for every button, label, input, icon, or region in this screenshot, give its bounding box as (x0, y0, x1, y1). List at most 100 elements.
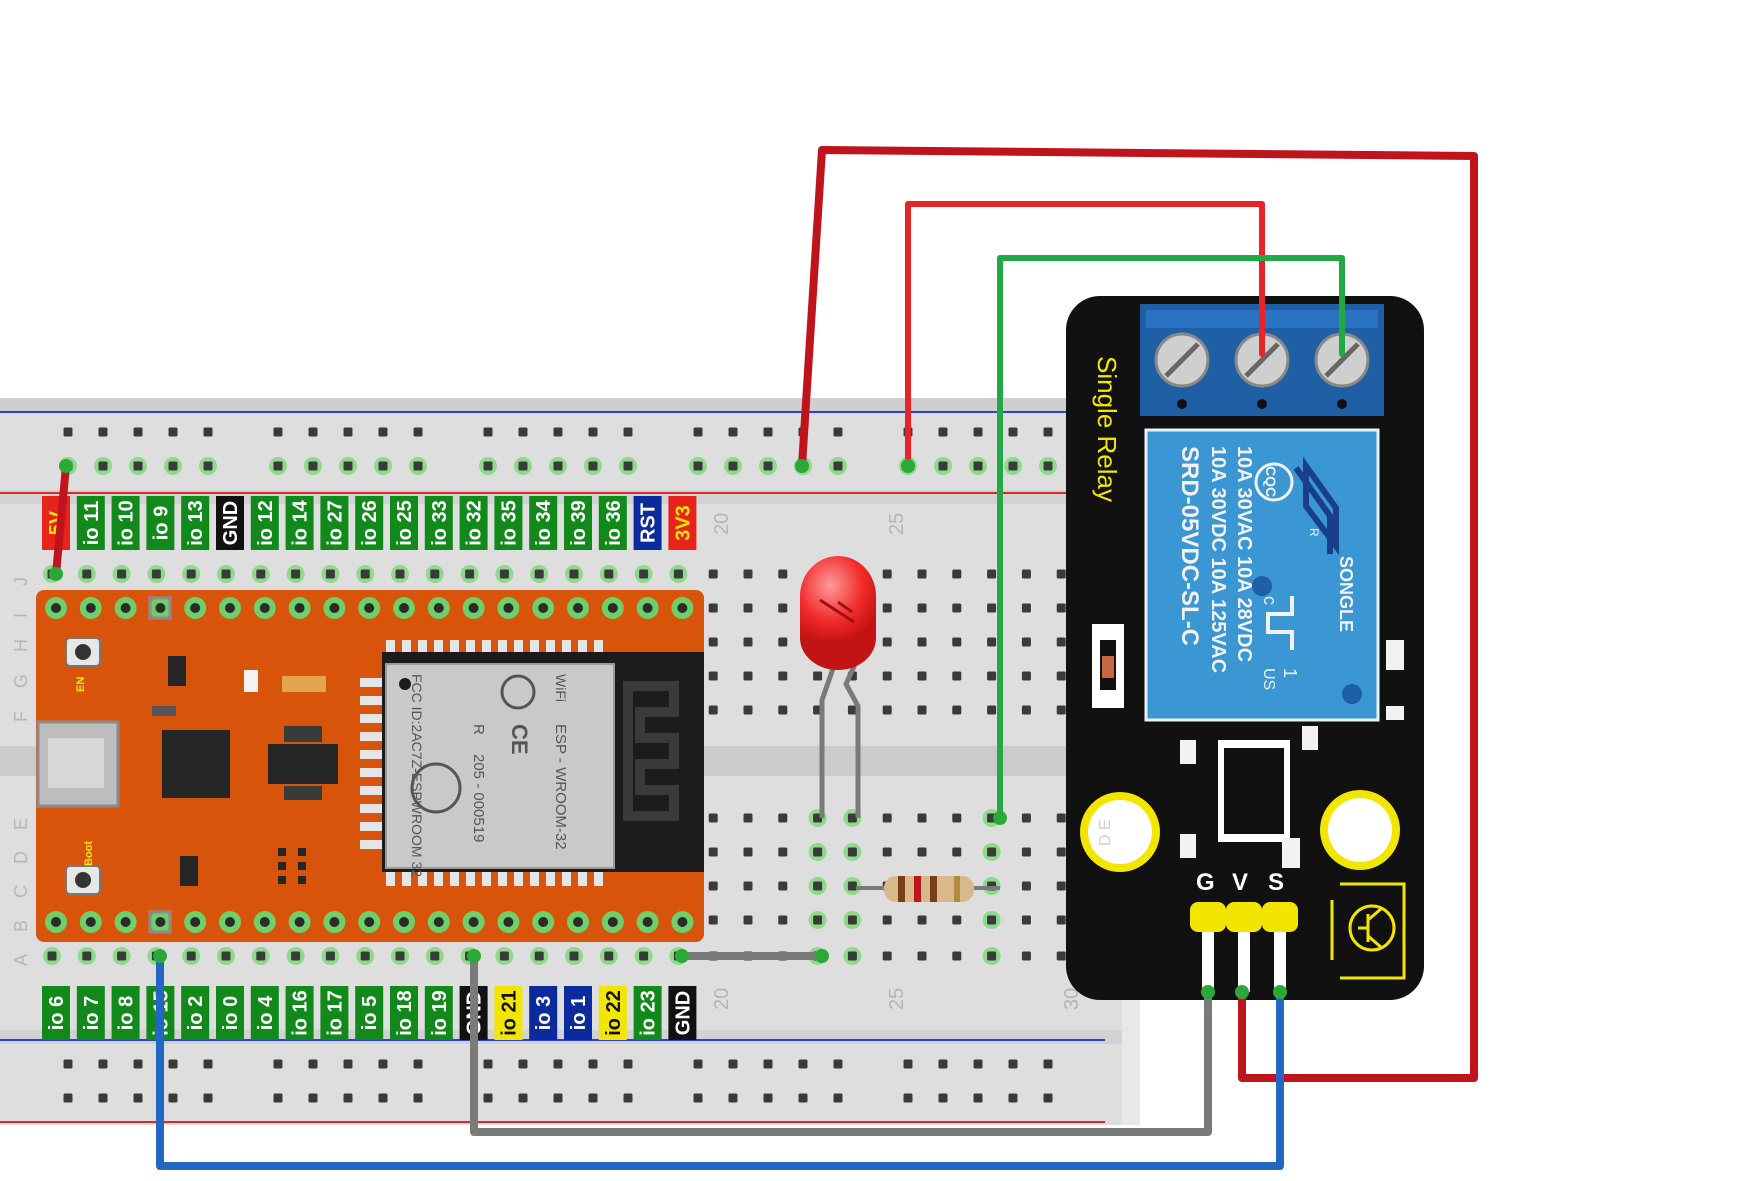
terminal-hole (778, 637, 788, 647)
pin-label-io-11: io 11 (81, 501, 103, 545)
mounting-hole-right-inner (1328, 798, 1392, 862)
terminal-hole (186, 569, 196, 579)
terminal-hole (743, 847, 753, 857)
rail-hole (728, 1093, 738, 1103)
rail-hole (133, 1093, 143, 1103)
terminal-hole (882, 569, 892, 579)
esp32-pin-hole (85, 917, 96, 927)
terminal-hole (882, 915, 892, 925)
wire-relay-no[interactable] (997, 255, 1345, 821)
pin-label-block (42, 986, 70, 1040)
rail-hole (623, 1059, 633, 1069)
module-castellated-pins (360, 640, 603, 886)
wire-relay-vcc[interactable] (798, 146, 1478, 1082)
rail-hole (973, 461, 983, 471)
pin-label-io-39: io 39 (568, 500, 590, 546)
terminal-hole (743, 569, 753, 579)
terminal-hole (1021, 569, 1031, 579)
wires (52, 146, 1478, 1170)
pin-label-block (494, 986, 523, 1040)
module-pin (360, 696, 384, 705)
rail-hole (763, 427, 773, 437)
relay-model: SRD-05VDC-SL-C (1176, 446, 1203, 646)
led-cathode-leg (843, 660, 861, 818)
terminal-hole (952, 847, 962, 857)
wire-signal-io15[interactable] (156, 952, 1284, 1170)
esp32-pin-hole (573, 603, 583, 613)
terminal-hole (778, 813, 788, 823)
rail-hole (728, 427, 738, 437)
esp32-pin-hole (120, 603, 131, 613)
row-letter-c: C (11, 885, 31, 898)
module-pin (466, 640, 475, 654)
terminal-hole (882, 603, 892, 613)
relay-one-mark: 1 (1280, 668, 1300, 678)
terminal-hole (987, 847, 997, 857)
rail-hole (343, 427, 353, 437)
module-pin (450, 872, 459, 886)
terminal-hole (778, 603, 788, 613)
rail-hole (308, 427, 318, 437)
rail-hole (343, 1093, 353, 1103)
wire-5v-to-rail[interactable] (52, 462, 70, 578)
pin-label-block (285, 986, 314, 1040)
terminal-hole (256, 951, 266, 961)
module-pin (514, 872, 523, 886)
pin-label-block (424, 496, 453, 550)
pin-label-block (320, 986, 349, 1040)
rail-hole (168, 461, 178, 471)
rail-hole (798, 1059, 808, 1069)
rail-hole (1008, 461, 1018, 471)
module-pin (402, 640, 411, 654)
terminal-hole (1021, 951, 1031, 961)
esp32-pin-hole (190, 603, 201, 613)
esp32-pin-hole (294, 603, 305, 613)
terminal-hole (1056, 847, 1066, 857)
rail-hole (63, 427, 73, 437)
rail-hole (203, 1059, 213, 1069)
column-number-25-top: 25 (886, 513, 908, 535)
column-number-20-bottom: 20 (711, 988, 733, 1010)
rail-hole (203, 427, 213, 437)
rail-hole (728, 461, 738, 471)
rail-hole (903, 1059, 913, 1069)
esp32-pin-hole (364, 917, 375, 927)
terminal-hole (708, 671, 718, 681)
pin-label-block (459, 496, 488, 550)
relay-pin-s[interactable] (1262, 902, 1298, 932)
pin-label-block (564, 496, 592, 550)
rail-hole (938, 1059, 948, 1069)
wire-relay-com[interactable] (905, 201, 1265, 469)
rail-hole (343, 1059, 353, 1069)
row-letter-g: G (11, 674, 31, 688)
wire-ground[interactable] (470, 952, 1212, 1136)
module-markings: WiFi ESP - WROOM-32 CE R 205 - 000519 FC… (409, 674, 569, 877)
transistor-bottom (180, 856, 198, 886)
pin-label-io-9: io 9 (150, 506, 172, 540)
pin-label-io-14: io 14 (290, 499, 312, 545)
pin-label-3v3: 3V3 (672, 505, 694, 541)
smd-capacitor (282, 676, 326, 692)
terminal-hole (1056, 705, 1066, 715)
resistor-band-2 (914, 876, 921, 902)
wire-endpoints (49, 459, 1287, 999)
terminal-hole (813, 671, 823, 681)
rail-hole (553, 461, 563, 471)
terminal-hole (1056, 951, 1066, 961)
rail-hole (518, 461, 528, 471)
pin-label-block (355, 986, 384, 1040)
esp32-pin-hole (677, 603, 688, 613)
rail-hole (133, 1059, 143, 1069)
relay-pin-v[interactable] (1226, 902, 1262, 932)
terminal-hole (395, 951, 405, 961)
module-number-text: 205 - 000519 (470, 754, 487, 842)
pin-label-block (529, 496, 558, 550)
rail-hole (168, 427, 178, 437)
songle-logo-icon (1293, 456, 1339, 555)
rail-hole (763, 1059, 773, 1069)
esp32-pin-hole (607, 917, 618, 927)
pin-label-block (633, 496, 662, 550)
rail-hole (938, 461, 948, 471)
relay-pin-g[interactable] (1190, 902, 1226, 932)
smd-part-2 (1180, 834, 1196, 858)
